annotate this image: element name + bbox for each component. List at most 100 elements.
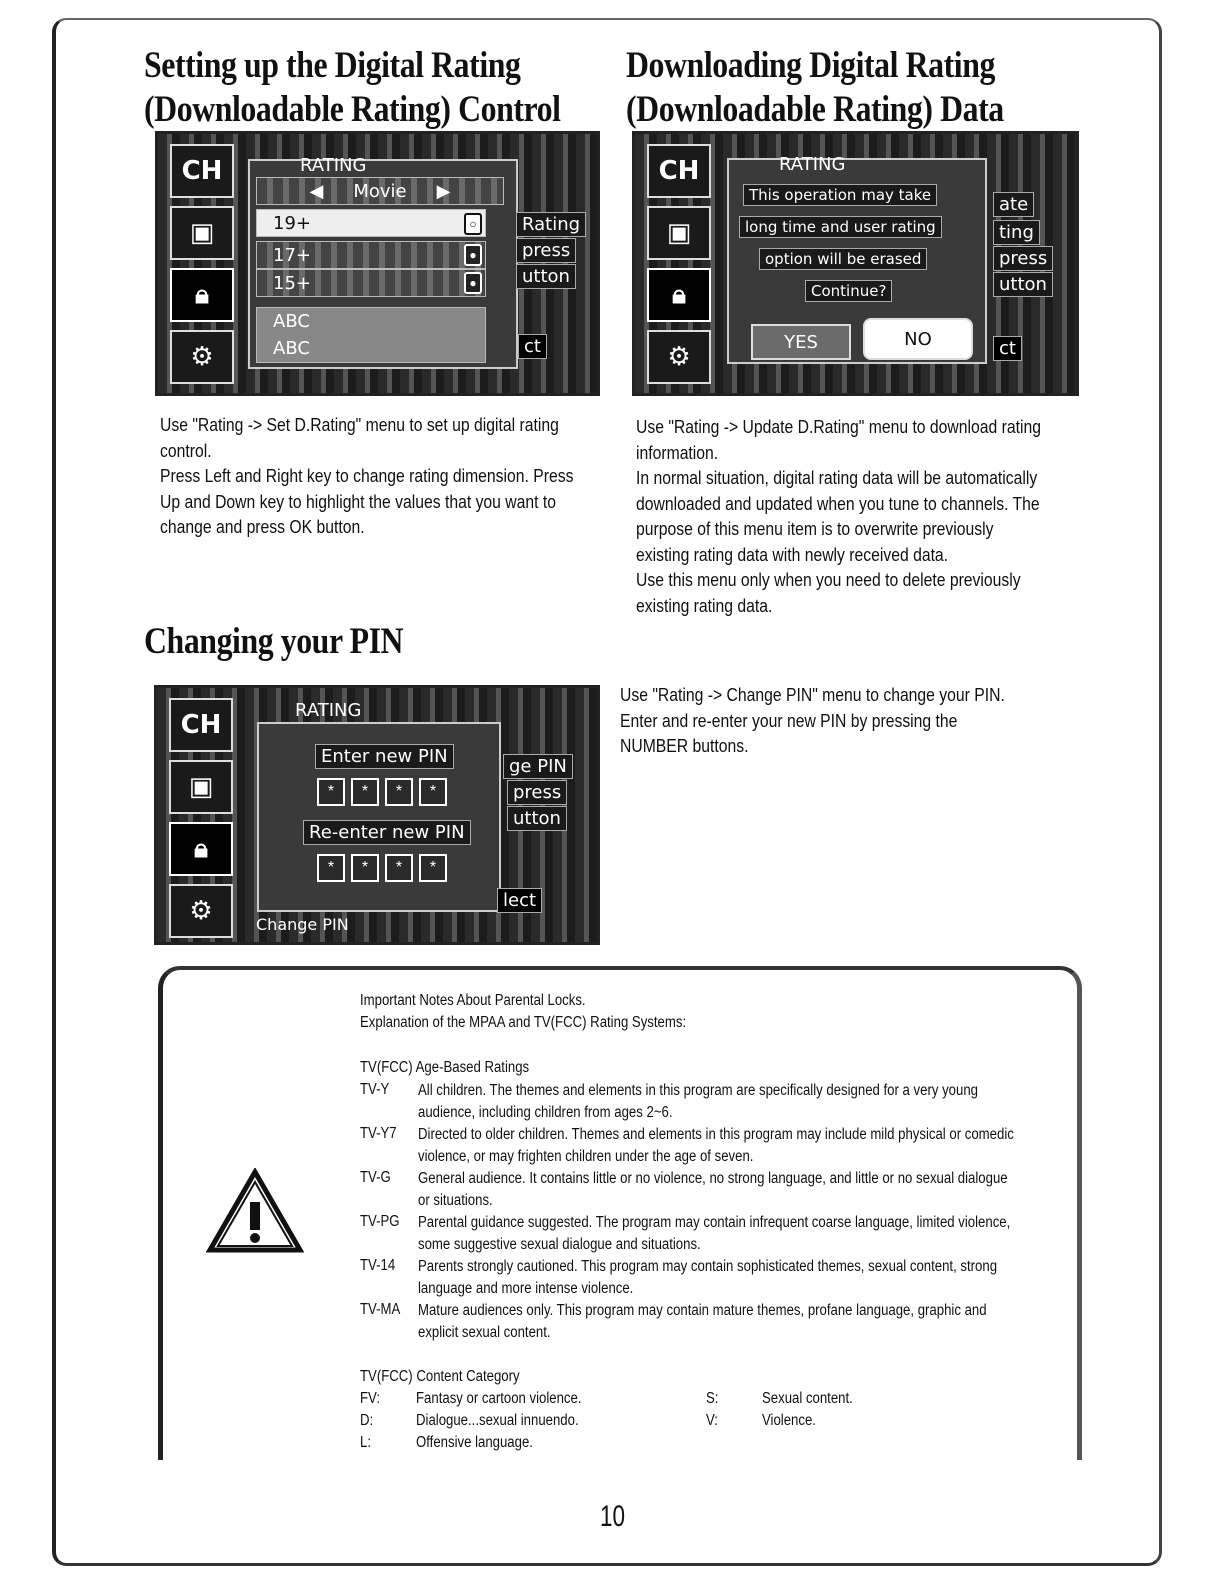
side-menu: CH ▣ 🔒︎ ⚙	[170, 144, 240, 384]
picture-icon: ▣	[169, 760, 233, 814]
unlock-icon: ○	[464, 213, 482, 235]
lock-icon: ●	[464, 272, 482, 294]
yes-button[interactable]: YES	[751, 324, 851, 360]
rating-code: TV-Y	[360, 1081, 390, 1098]
enter-pin-label: Enter new PIN	[315, 744, 454, 769]
panel-title: RATING	[300, 155, 367, 176]
content-code: V:	[706, 1412, 718, 1429]
pin-dialog: Enter new PIN **** Re-enter new PIN ****	[257, 722, 501, 912]
content-desc: Offensive language.	[416, 1434, 533, 1451]
pin-digit: *	[351, 854, 379, 882]
side-menu: CH ▣ 🔒︎ ⚙	[647, 144, 717, 384]
hint-chip: utton	[993, 272, 1053, 297]
lock-icon: ●	[464, 244, 482, 266]
rating-code: TV-14	[360, 1257, 396, 1274]
hint-chip: press	[993, 246, 1054, 271]
heading-setup-line1: Setting up the Digital Rating	[144, 45, 521, 86]
page-number: 10	[600, 1500, 626, 1533]
pin-body: Use "Rating -> Change PIN" menu to chang…	[620, 682, 1005, 759]
rating-code: TV-MA	[360, 1301, 401, 1318]
lock-menu-icon: 🔒︎	[169, 822, 233, 876]
dialog-message: Continue?	[805, 280, 893, 302]
channel-icon: CH	[169, 698, 233, 752]
dialog-message: option will be erased	[759, 248, 928, 270]
content-code: S:	[706, 1390, 719, 1407]
screenshot-change-pin: CH ▣ 🔒︎ ⚙ RATING Enter new PIN **** Re-e…	[154, 685, 600, 945]
text-line: Up and Down key to highlight the values …	[160, 490, 556, 512]
text-line: purpose of this menu item is to overwrit…	[636, 518, 994, 539]
content-desc: Sexual content.	[762, 1390, 853, 1407]
no-button[interactable]: NO	[863, 318, 973, 360]
screenshot-set-rating: CH ▣ 🔒︎ ⚙ RATING ◀ Movie ▶ 19+ 17+ 15+ ○…	[155, 131, 600, 396]
lock-menu-icon: 🔒︎	[647, 268, 711, 322]
rating-desc: General audience. It contains little or …	[418, 1170, 1008, 1209]
hint-chip: ge PIN	[503, 754, 573, 779]
abc-row: ABC	[273, 338, 310, 359]
gear-icon: ⚙	[647, 330, 711, 384]
rating-row: 19+	[256, 209, 486, 237]
chevron-left-icon: ◀	[309, 180, 324, 202]
hint-chip: press	[507, 780, 568, 805]
channel-icon: CH	[170, 144, 234, 198]
content-code: L:	[360, 1434, 371, 1451]
dimension-value: Movie	[353, 180, 407, 202]
heading-download-line1: Downloading Digital Rating	[626, 45, 995, 86]
dimension-selector: ◀ Movie ▶	[256, 177, 504, 205]
text-line: In normal situation, digital rating data…	[636, 467, 1038, 488]
rating-desc: All children. The themes and elements in…	[418, 1082, 978, 1121]
page-frame	[52, 18, 1162, 1566]
text-line: downloaded and updated when you tune to …	[636, 492, 1040, 514]
panel-title: RATING	[295, 700, 362, 721]
rating-code: TV-Y7	[360, 1125, 397, 1142]
pin-digit: *	[351, 778, 379, 806]
dialog-message: long time and user rating	[739, 216, 942, 238]
text-line: Enter and re-enter your new PIN by press…	[620, 709, 958, 731]
text-line: control.	[160, 439, 212, 461]
text-line: Use "Rating -> Change PIN" menu to chang…	[620, 684, 1005, 705]
picture-icon: ▣	[170, 206, 234, 260]
abc-rows: ABC ABC	[256, 307, 486, 363]
panel-title: RATING	[779, 154, 846, 175]
rating-desc: Parents strongly cautioned. This program…	[418, 1258, 998, 1297]
content-desc: Dialogue...sexual innuendo.	[416, 1412, 579, 1429]
heading-pin-line: Changing your PIN	[144, 621, 404, 662]
rating-desc: Parental guidance suggested. The program…	[418, 1214, 1011, 1253]
notes-heading: Important Notes About Parental Locks. Ex…	[360, 990, 686, 1034]
download-body: Use "Rating -> Update D.Rating" menu to …	[636, 414, 1041, 618]
hint-chip: lect	[497, 888, 543, 913]
text-line: Use this menu only when you need to dele…	[636, 569, 1021, 590]
hint-chip: utton	[507, 806, 567, 831]
hint-chip: Rating	[516, 212, 587, 237]
age-ratings-heading: TV(FCC) Age-Based Ratings	[360, 1059, 530, 1076]
channel-icon: CH	[647, 144, 711, 198]
rating-desc: Directed to older children. Themes and e…	[418, 1126, 1014, 1165]
text-line: existing rating data with newly received…	[636, 543, 949, 565]
content-desc: Fantasy or cartoon violence.	[416, 1390, 582, 1407]
rating-desc: Mature audiences only. This program may …	[418, 1302, 987, 1341]
notes-subtitle: Explanation of the MPAA and TV(FCC) Rati…	[360, 1014, 687, 1031]
chevron-right-icon: ▶	[436, 180, 451, 202]
heading-download-line2: (Downloadable Rating) Data	[626, 89, 1004, 130]
heading-download: Downloading Digital Rating (Downloadable…	[626, 44, 1004, 132]
confirm-dialog: RATING This operation may take long time…	[727, 154, 987, 364]
gear-icon: ⚙	[169, 884, 233, 938]
pin-digit: *	[385, 778, 413, 806]
content-code: FV:	[360, 1390, 381, 1407]
reenter-pin-label: Re-enter new PIN	[303, 820, 471, 845]
rating-panel: RATING ◀ Movie ▶ 19+ 17+ 15+ ○ ● ● ABC A…	[248, 155, 518, 369]
rating-code: TV-PG	[360, 1213, 400, 1230]
hint-chip: ct	[993, 336, 1022, 361]
gear-icon: ⚙	[170, 330, 234, 384]
side-menu: CH ▣ 🔒︎ ⚙	[169, 698, 239, 938]
pin-digit: *	[317, 778, 345, 806]
setup-body: Use "Rating -> Set D.Rating" menu to set…	[160, 412, 573, 540]
text-line: NUMBER buttons.	[620, 735, 749, 756]
text-line: information.	[636, 441, 719, 463]
picture-icon: ▣	[647, 206, 711, 260]
rating-code: TV-G	[360, 1169, 391, 1186]
content-category-heading: TV(FCC) Content Category	[360, 1368, 520, 1385]
hint-chip: ct	[518, 334, 547, 359]
pin-digit: *	[385, 854, 413, 882]
hint-chip: utton	[516, 264, 576, 289]
lock-menu-icon: 🔒︎	[170, 268, 234, 322]
